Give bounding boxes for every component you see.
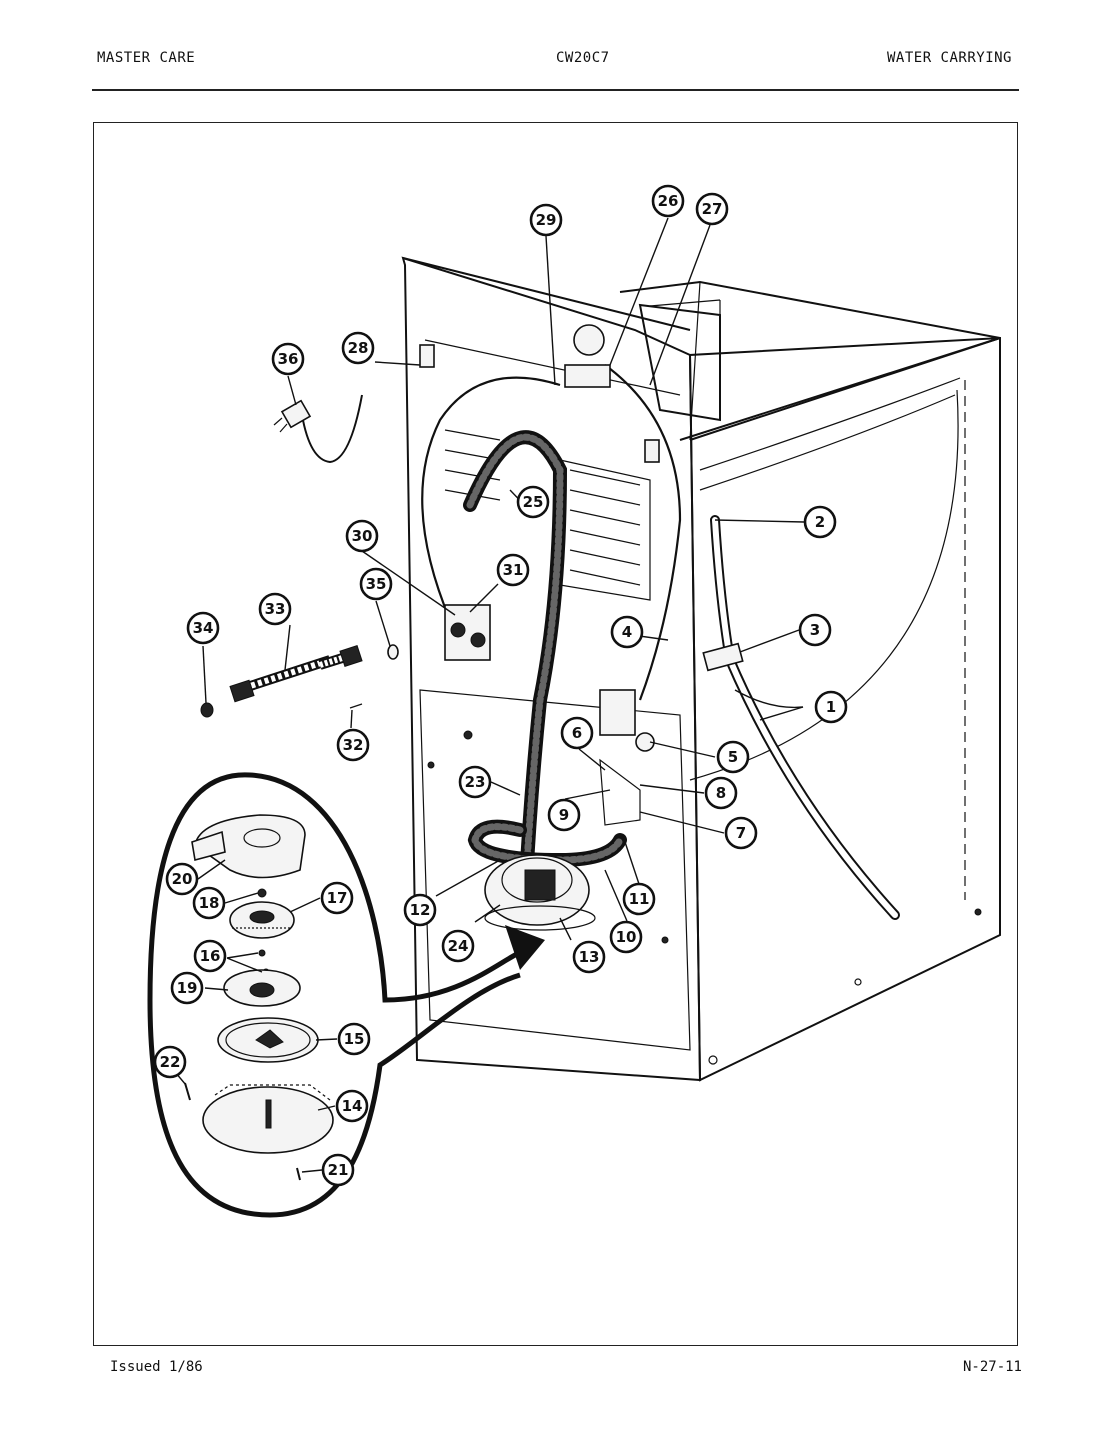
callout-18: 18	[192, 886, 226, 920]
issued-date: Issued 1/86	[110, 1359, 203, 1375]
svg-text:27: 27	[702, 200, 723, 218]
callout-32: 32	[336, 728, 370, 762]
svg-text:11: 11	[629, 890, 650, 908]
svg-text:20: 20	[172, 870, 193, 888]
pump-exploded-inset	[147, 772, 545, 1218]
svg-text:19: 19	[177, 979, 198, 997]
svg-text:15: 15	[344, 1030, 365, 1048]
svg-text:12: 12	[410, 901, 431, 919]
svg-text:23: 23	[465, 773, 486, 791]
svg-text:7: 7	[736, 824, 746, 842]
svg-text:28: 28	[348, 339, 369, 357]
svg-text:32: 32	[343, 736, 364, 754]
svg-text:8: 8	[716, 784, 726, 802]
callout-22: 22	[153, 1045, 187, 1079]
svg-text:31: 31	[503, 561, 524, 579]
svg-text:1: 1	[826, 698, 836, 716]
svg-text:14: 14	[342, 1097, 363, 1115]
callout-30: 30	[345, 519, 379, 553]
callout-19: 19	[170, 971, 204, 1005]
header-divider	[92, 89, 1019, 91]
svg-text:30: 30	[352, 527, 373, 545]
header-section-title: WATER CARRYING	[886, 50, 1012, 66]
inlet-hose-parts	[200, 394, 399, 718]
svg-text:10: 10	[616, 928, 637, 946]
callout-13: 13	[572, 940, 606, 974]
callout-1: 1	[814, 690, 848, 724]
svg-text:16: 16	[200, 947, 221, 965]
callouts: 1 2 3 4 5 6 7 8 9 10 11 12 13 14 15 16 1…	[153, 184, 848, 1187]
svg-text:6: 6	[572, 724, 582, 742]
callout-15: 15	[337, 1022, 371, 1056]
callout-16: 16	[193, 939, 227, 973]
callout-28: 28	[341, 331, 375, 365]
svg-text:35: 35	[366, 575, 387, 593]
svg-text:9: 9	[559, 806, 569, 824]
callout-36: 36	[271, 342, 305, 376]
callout-26: 26	[651, 184, 685, 218]
svg-text:5: 5	[728, 748, 738, 766]
header-brand: MASTER CARE	[97, 50, 196, 66]
callout-23: 23	[458, 765, 492, 799]
callout-12: 12	[403, 893, 437, 927]
svg-text:36: 36	[278, 350, 299, 368]
callout-25: 25	[516, 485, 550, 519]
svg-text:17: 17	[327, 889, 348, 907]
callout-21: 21	[321, 1153, 355, 1187]
callout-2: 2	[803, 505, 837, 539]
svg-text:25: 25	[523, 493, 544, 511]
callout-31: 31	[496, 553, 530, 587]
callout-17: 17	[320, 881, 354, 915]
svg-text:18: 18	[199, 894, 220, 912]
callout-3: 3	[798, 613, 832, 647]
svg-text:26: 26	[658, 192, 679, 210]
callout-14: 14	[335, 1089, 369, 1123]
callout-35: 35	[359, 567, 393, 601]
callout-10: 10	[609, 920, 643, 954]
callout-9: 9	[547, 798, 581, 832]
svg-text:3: 3	[810, 621, 820, 639]
svg-text:4: 4	[622, 623, 632, 641]
svg-text:21: 21	[328, 1161, 349, 1179]
callout-7: 7	[724, 816, 758, 850]
washer-cabinet	[401, 256, 1001, 1082]
callout-27: 27	[695, 192, 729, 226]
header-model-number: CW20C7	[556, 50, 610, 66]
callout-24: 24	[441, 929, 475, 963]
leader-lines	[169, 217, 805, 1173]
callout-4: 4	[610, 615, 644, 649]
page-number: N-27-11	[962, 1359, 1022, 1375]
svg-text:34: 34	[193, 619, 214, 637]
callout-8: 8	[704, 776, 738, 810]
svg-text:2: 2	[815, 513, 825, 531]
callout-33: 33	[258, 592, 292, 626]
callout-6: 6	[560, 716, 594, 750]
callout-11: 11	[622, 882, 656, 916]
diagram-frame	[93, 122, 1018, 1346]
svg-text:22: 22	[160, 1053, 181, 1071]
callout-20: 20	[165, 862, 199, 896]
svg-text:29: 29	[536, 211, 557, 229]
callout-34: 34	[186, 611, 220, 645]
svg-text:33: 33	[265, 600, 286, 618]
callout-5: 5	[716, 740, 750, 774]
callout-29: 29	[529, 203, 563, 237]
svg-text:13: 13	[579, 948, 600, 966]
svg-text:24: 24	[448, 937, 469, 955]
